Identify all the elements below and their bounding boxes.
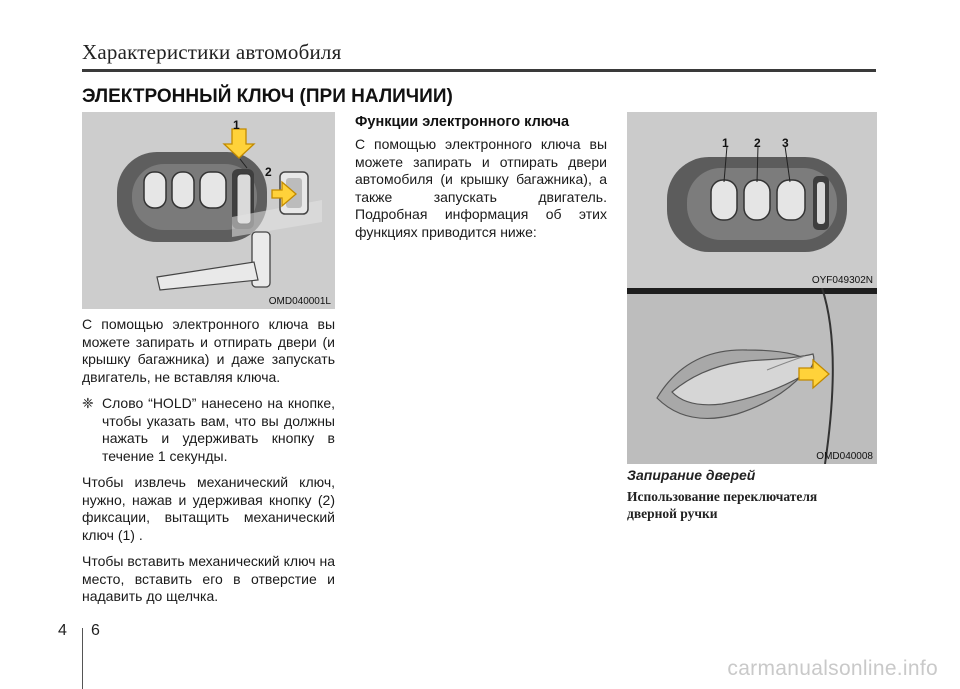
figure-code: OMD040008 xyxy=(816,451,873,462)
callout-2: 2 xyxy=(265,165,272,179)
paragraph: Чтобы извлечь механический ключ, нужно, … xyxy=(82,474,335,543)
watermark: carmanualsonline.info xyxy=(727,657,938,680)
smart-key-buttons-illustration xyxy=(627,112,877,288)
callout-1: 1 xyxy=(233,118,240,132)
note: ❈ Слово “HOLD” нанесено на кнопке, чтобы… xyxy=(82,395,335,465)
paragraph: Чтобы вставить механический ключ на мест… xyxy=(82,553,335,604)
page-number-divider xyxy=(82,628,83,689)
door-handle-illustration xyxy=(627,288,877,464)
middle-column: С помощью электронного ключа вы можете з… xyxy=(355,136,607,250)
figure-door-handle: OMD040008 xyxy=(627,288,877,464)
page-section-number: 4 xyxy=(58,622,67,639)
figure-smart-key-buttons: 1 2 3 OYF049302N xyxy=(627,112,877,288)
running-header: Характеристики автомобиля xyxy=(82,40,342,64)
paragraph: С помощью электронного ключа вы можете з… xyxy=(355,136,607,240)
callout-1: 1 xyxy=(722,136,729,150)
caption-door-locking: Запирание дверей xyxy=(627,467,756,483)
section-title: ЭЛЕКТРОННЫЙ КЛЮЧ (ПРИ НАЛИЧИИ) xyxy=(82,86,453,107)
note-mark: ❈ xyxy=(82,395,94,411)
note-text: Слово “HOLD” нанесено на кнопке, чтобы у… xyxy=(102,395,335,464)
paragraph: С помощью электронного ключа вы можете з… xyxy=(82,316,335,385)
smart-key-illustration xyxy=(82,112,335,309)
page-number: 6 xyxy=(91,622,100,639)
figure-smart-key-mechanical: 1 2 OMD040001L xyxy=(82,112,335,309)
callout-3: 3 xyxy=(782,136,789,150)
caption-door-handle-switch: Использование переключателя дверной ручк… xyxy=(627,489,818,521)
callout-2: 2 xyxy=(754,136,761,150)
header-rule xyxy=(82,69,876,72)
left-column: С помощью электронного ключа вы можете з… xyxy=(82,316,335,615)
figure-code: OMD040001L xyxy=(268,296,331,307)
figure-code: OYF049302N xyxy=(811,275,873,286)
subsection-heading: Функции электронного ключа xyxy=(355,114,570,130)
